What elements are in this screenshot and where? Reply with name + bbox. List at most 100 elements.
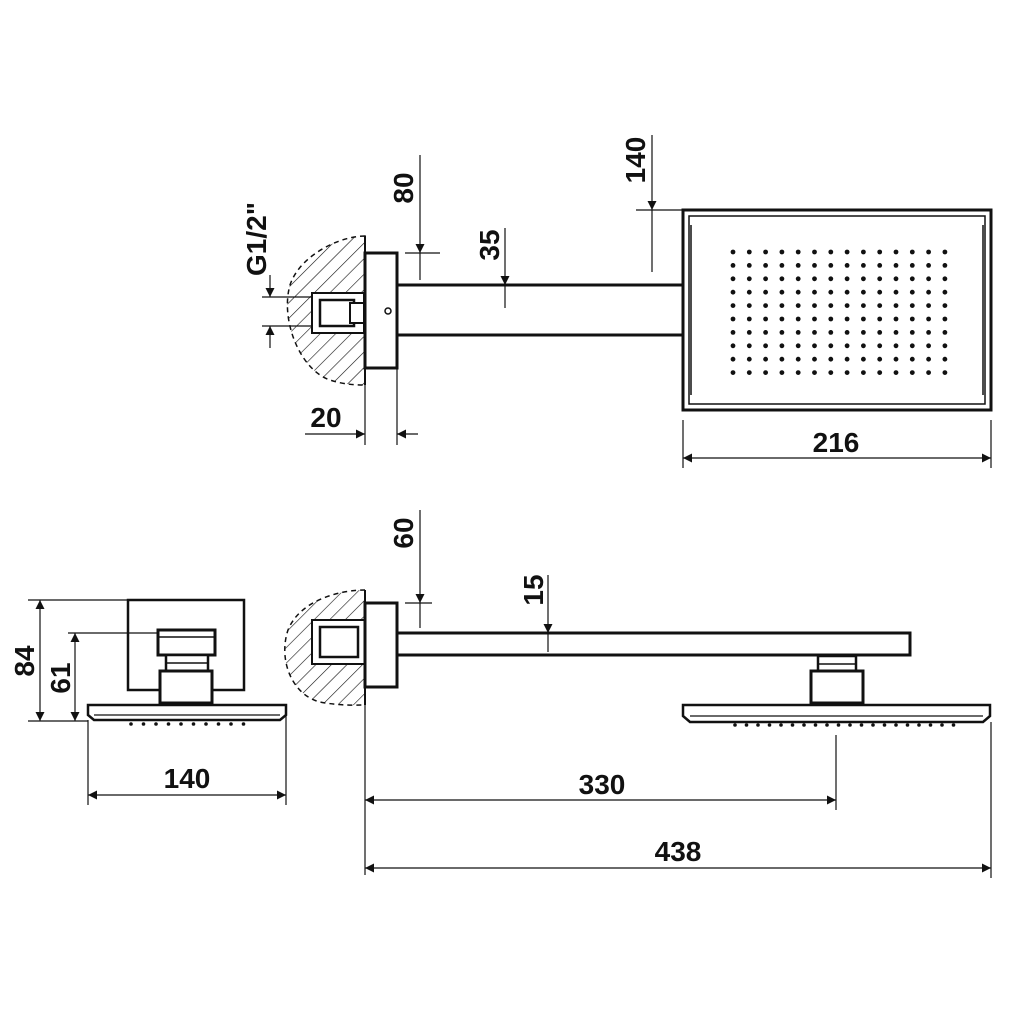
- nozzle-dot: [730, 356, 736, 362]
- nozzle-dot: [926, 370, 931, 375]
- top-shower-arm: [395, 283, 685, 337]
- nozzle-dot: [844, 276, 850, 282]
- nozzle-dot: [893, 370, 899, 375]
- nozzle-dot: [779, 303, 785, 308]
- nozzle-dot: [828, 276, 834, 282]
- nozzle-tip: [744, 723, 749, 727]
- nozzle-grid: [730, 249, 948, 375]
- nozzle-dot: [893, 303, 899, 308]
- nozzle-dot: [795, 303, 801, 308]
- nozzle-dot: [861, 249, 866, 255]
- nozzle-dot: [730, 289, 736, 295]
- top-view: G1/2" 80 35 140 20: [241, 135, 993, 468]
- nozzle-dot: [795, 330, 801, 335]
- nozzle-dot: [942, 356, 948, 362]
- dim-20-label: 20: [310, 402, 341, 433]
- nozzle-dot: [844, 303, 850, 308]
- nozzle-tip: [940, 723, 944, 727]
- nozzle-dot: [844, 249, 850, 255]
- nozzle-tip: [733, 723, 737, 727]
- nozzle-tip: [204, 722, 208, 726]
- nozzle-dot: [812, 356, 817, 362]
- front-view: [86, 598, 288, 726]
- dim-60-side: 60: [388, 510, 432, 628]
- nozzle-dot: [926, 343, 931, 349]
- nozzle-dot: [730, 263, 736, 268]
- nozzle-dot: [828, 249, 834, 255]
- nozzle-tip: [229, 722, 233, 726]
- nozzle-tip: [894, 723, 898, 727]
- nozzle-dot: [730, 249, 736, 255]
- nozzle-dot: [926, 249, 931, 255]
- dim-438-side: 438: [365, 722, 992, 878]
- nozzle-dot: [926, 289, 931, 295]
- nozzle-dot: [942, 249, 948, 255]
- dim-84-label: 84: [9, 645, 40, 677]
- top-wall-fitting: [311, 292, 365, 334]
- dim-216-top: 216: [682, 420, 992, 468]
- nozzle-dot: [812, 343, 817, 349]
- side-nozzle-row: [733, 723, 956, 727]
- nozzle-dot: [893, 263, 899, 268]
- nozzle-dot: [828, 263, 834, 268]
- nozzle-tip: [802, 723, 806, 727]
- nozzle-dot: [795, 370, 801, 375]
- nozzle-dot: [746, 330, 752, 335]
- nozzle-dot: [763, 316, 768, 322]
- nozzle-tip: [129, 722, 133, 726]
- nozzle-tip: [882, 723, 887, 727]
- dim-330-side: 330: [364, 705, 837, 875]
- nozzle-dot: [893, 276, 899, 282]
- nozzle-dot: [828, 330, 834, 335]
- nozzle-dot: [763, 249, 768, 255]
- nozzle-dot: [812, 316, 817, 322]
- nozzle-tip: [779, 723, 783, 727]
- nozzle-dot: [763, 343, 768, 349]
- nozzle-dot: [828, 356, 834, 362]
- nozzle-tip: [790, 723, 795, 727]
- nozzle-dot: [795, 263, 801, 268]
- nozzle-dot: [861, 330, 866, 335]
- nozzle-tip: [141, 722, 146, 726]
- nozzle-tip: [871, 723, 875, 727]
- nozzle-dot: [926, 263, 931, 268]
- nozzle-dot: [893, 356, 899, 362]
- nozzle-tip: [905, 723, 910, 727]
- nozzle-dot: [779, 276, 785, 282]
- nozzle-dot: [844, 370, 850, 375]
- nozzle-dot: [909, 303, 915, 308]
- nozzle-dot: [909, 249, 915, 255]
- dim-216-label: 216: [813, 427, 860, 458]
- nozzle-tip: [216, 722, 221, 726]
- side-shower-head: [681, 703, 992, 727]
- nozzle-dot: [779, 249, 785, 255]
- nozzle-dot: [795, 276, 801, 282]
- nozzle-dot: [730, 303, 736, 308]
- nozzle-dot: [763, 370, 768, 375]
- nozzle-dot: [763, 303, 768, 308]
- nozzle-dot: [812, 289, 817, 295]
- nozzle-dot: [746, 289, 752, 295]
- dim-35-label: 35: [474, 229, 505, 260]
- nozzle-dot: [926, 276, 931, 282]
- dim-330-label: 330: [579, 769, 626, 800]
- nozzle-dot: [812, 249, 817, 255]
- nozzle-tip: [928, 723, 933, 727]
- nozzle-tip: [756, 723, 760, 727]
- nozzle-dot: [893, 249, 899, 255]
- nozzle-dot: [795, 249, 801, 255]
- dim-80-top: 80: [388, 155, 440, 280]
- nozzle-dot: [763, 330, 768, 335]
- nozzle-dot: [763, 356, 768, 362]
- nozzle-dot: [861, 343, 866, 349]
- nozzle-tip: [767, 723, 772, 727]
- side-ball-joint: [809, 654, 865, 705]
- dim-15-side: 15: [518, 574, 553, 652]
- nozzle-dot: [893, 289, 899, 295]
- dim-140-top: 140: [620, 135, 683, 272]
- nozzle-dot: [844, 316, 850, 322]
- nozzle-dot: [877, 249, 883, 255]
- shower-head-top-view: [681, 208, 993, 412]
- nozzle-dot: [861, 370, 866, 375]
- front-nozzle-row: [129, 722, 246, 726]
